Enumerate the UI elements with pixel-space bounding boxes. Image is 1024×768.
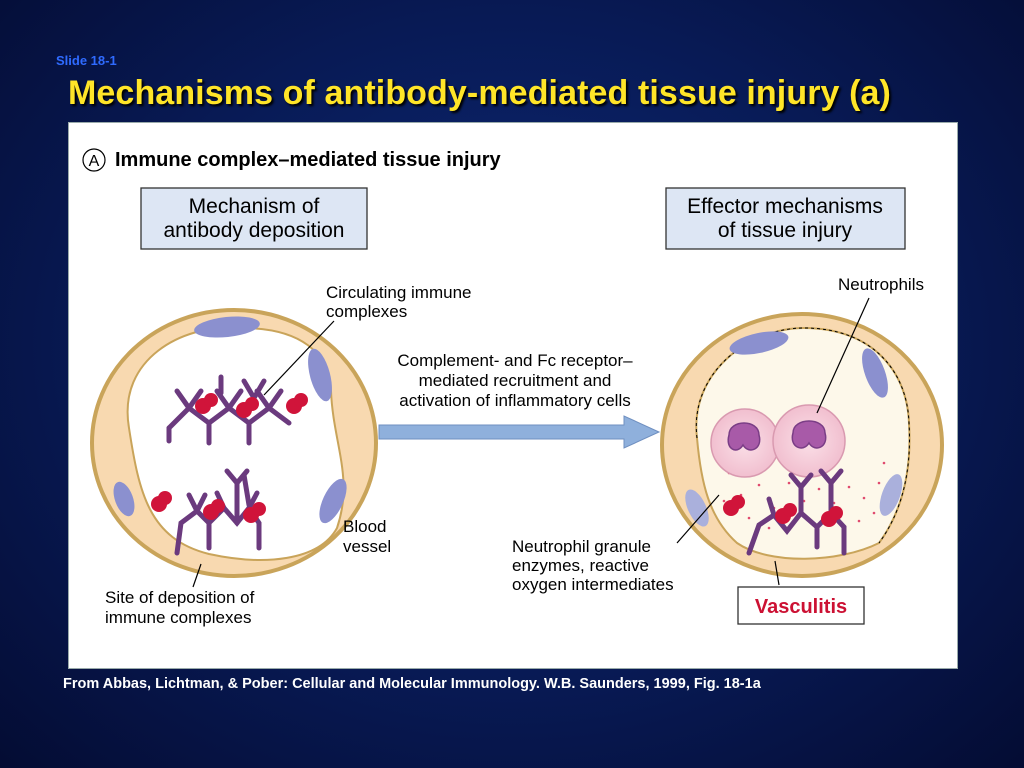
mechanism-box xyxy=(140,187,368,250)
label-arrow-2: mediated recruitment and xyxy=(419,371,612,390)
pointer-line xyxy=(192,563,202,588)
label-granule-1: Neutrophil granule xyxy=(512,537,651,556)
effector-box-line-2: of tissue injury xyxy=(718,219,853,242)
endothelial-nucleus xyxy=(729,331,789,355)
mechanism-box-line-2: antibody deposition xyxy=(164,219,345,242)
endothelial-nucleus xyxy=(194,316,260,338)
granule-release xyxy=(722,451,886,530)
vasculitis-label: Vasculitis xyxy=(755,596,847,618)
endothelial-nucleus xyxy=(685,489,709,527)
mechanism-box-line-1: Mechanism of xyxy=(189,195,320,218)
effector-box xyxy=(665,187,906,250)
endothelial-nucleus xyxy=(879,474,903,516)
neutrophil xyxy=(710,408,780,478)
neutrophil xyxy=(772,404,846,478)
panel-letter: A xyxy=(89,153,100,170)
antigen xyxy=(723,495,843,527)
label-blood-1: Blood xyxy=(343,517,386,536)
pointer-line xyxy=(816,297,870,414)
label-site-1: Site of deposition of xyxy=(105,588,255,607)
antigen xyxy=(195,393,308,418)
panel-title: Immune complex–mediated tissue injury xyxy=(115,149,502,171)
antigen xyxy=(151,491,266,523)
label-site-2: immune complexes xyxy=(105,608,251,627)
pointer-line xyxy=(774,560,780,586)
vasculitis-box xyxy=(737,586,865,625)
deposited-immune-complex xyxy=(746,468,847,556)
label-neutrophils: Neutrophils xyxy=(838,275,924,294)
pointer-line xyxy=(263,320,335,396)
endothelial-nucleus xyxy=(319,478,347,524)
left-blood-vessel xyxy=(90,308,378,578)
slide-title: Mechanisms of antibody-mediated tissue i… xyxy=(68,74,891,112)
effector-box-line-1: Effector mechanisms xyxy=(687,195,883,218)
pointer-line xyxy=(676,494,720,544)
slide-number: Slide 18-1 xyxy=(56,53,117,68)
panel-letter-circle xyxy=(82,148,106,172)
label-granule-2: enzymes, reactive xyxy=(512,556,649,575)
endothelial-nucleus xyxy=(113,481,135,517)
label-blood-2: vessel xyxy=(343,537,391,556)
endothelial-nucleus xyxy=(308,348,332,402)
endothelial-nucleus xyxy=(862,348,888,398)
label-circulating-2: complexes xyxy=(326,302,407,321)
figure-panel: A Immune complex–mediated tissue injury … xyxy=(68,122,958,669)
label-arrow-3: activation of inflammatory cells xyxy=(399,391,630,410)
diagram-canvas: A Immune complex–mediated tissue injury … xyxy=(82,148,944,627)
label-circulating-1: Circulating immune xyxy=(326,283,472,302)
label-granule-3: oxygen intermediates xyxy=(512,575,674,594)
label-arrow-1: Complement- and Fc receptor– xyxy=(397,351,633,370)
recruitment-arrow xyxy=(378,415,661,449)
footer-citation: From Abbas, Lichtman, & Pober: Cellular … xyxy=(63,676,761,692)
